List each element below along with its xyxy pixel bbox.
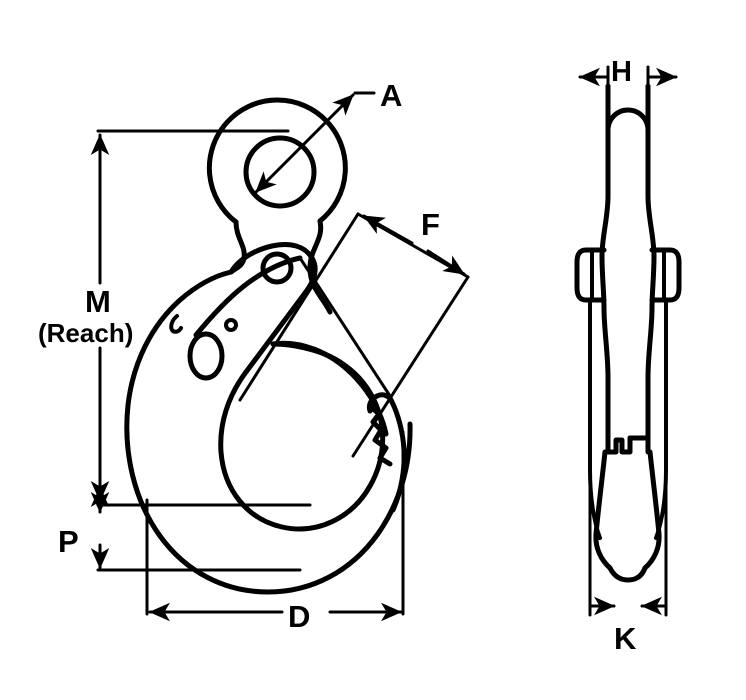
dimension-P [90, 485, 302, 572]
dimension-D [145, 430, 405, 622]
side-latch-boss-right [649, 247, 682, 303]
dimension-F-ext-right [351, 275, 470, 458]
side-shank-right [645, 83, 657, 311]
latch-arm-underside [193, 255, 303, 338]
dimension-F [238, 212, 470, 458]
dimension-M [90, 129, 312, 507]
hook-throat-inner-curve [218, 341, 386, 532]
side-taper-right [645, 305, 655, 441]
dimension-K [588, 468, 668, 617]
dimension-F-ext-lower2 [238, 212, 360, 402]
front-view-hook-outline [124, 97, 413, 595]
dimension-label-F: F [421, 207, 440, 242]
side-latch-notch [605, 435, 633, 455]
dimension-label-M: M [85, 284, 111, 319]
spring-latch-spine [243, 290, 308, 375]
dimension-F-line-upper [362, 214, 414, 245]
dimension-A-line [254, 93, 355, 194]
dimension-sublabel-reach: (Reach) [38, 318, 134, 348]
pin-hole-small [224, 318, 238, 332]
body-slot-oval [187, 331, 225, 381]
side-view-hook [574, 83, 682, 583]
side-latch-notch-right [627, 435, 651, 455]
dimension-label-P: P [58, 524, 79, 559]
latch-arm-top-edge [228, 242, 318, 296]
hook-body-outer-contour [124, 269, 413, 595]
body-left-ledge [169, 314, 183, 334]
body-hole [260, 251, 294, 285]
side-point-right [642, 449, 662, 571]
dimension-F-ext-upper [298, 256, 392, 398]
eye-hole [243, 135, 317, 209]
side-shank-left [599, 83, 611, 311]
side-latch-boss-left [574, 247, 607, 303]
hook-neck-right [307, 218, 333, 315]
dimension-label-H: H [611, 56, 632, 88]
side-eye-hole [605, 107, 651, 133]
side-taper-left [601, 305, 611, 441]
dimension-label-A: A [380, 78, 403, 113]
dimension-F-line-lower [426, 249, 466, 276]
dimension-label-K: K [614, 621, 637, 656]
dimension-label-D: D [288, 599, 311, 634]
dimension-A [254, 91, 376, 194]
side-point-left [593, 449, 613, 571]
dimension-H [578, 65, 678, 110]
side-point-tip [607, 565, 648, 583]
